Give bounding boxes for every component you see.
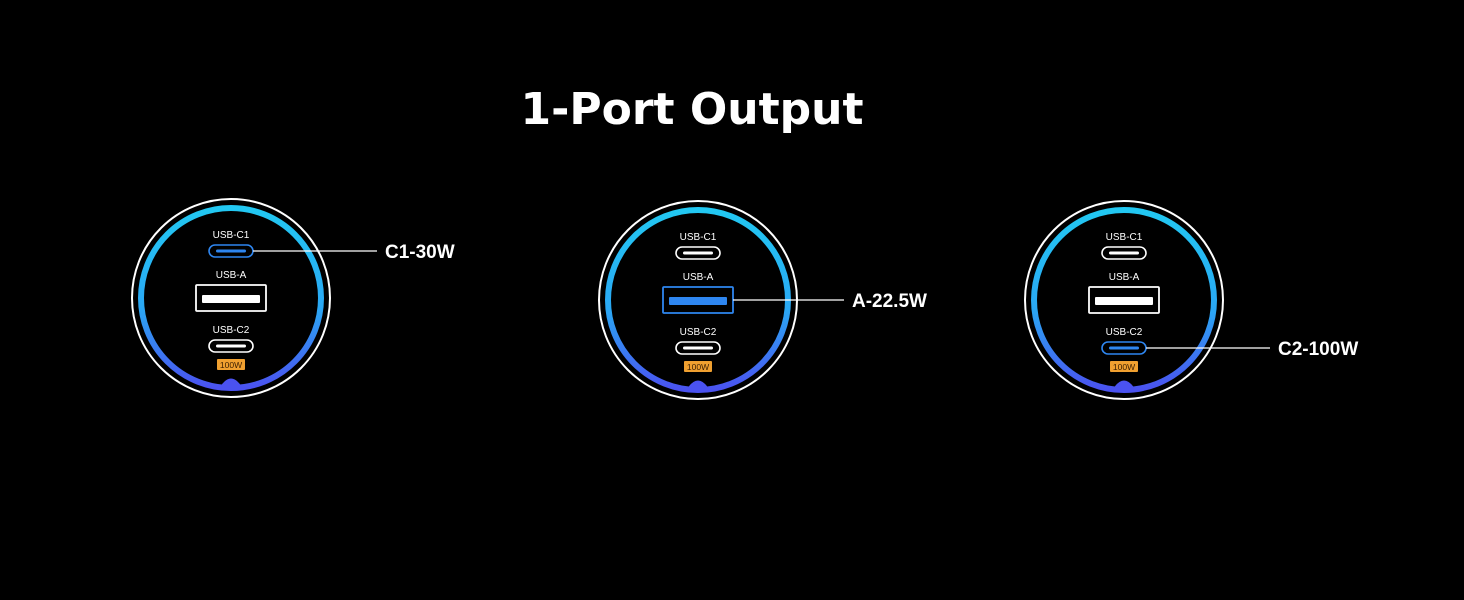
usb-a-label: USB-A xyxy=(216,270,247,281)
callout-label: C2-100W xyxy=(1278,339,1358,360)
notch-indicator xyxy=(1113,380,1135,389)
usb-c2-label: USB-C2 xyxy=(680,327,717,338)
power-badge xyxy=(684,361,712,372)
usb-c2-label: USB-C2 xyxy=(1106,327,1143,338)
usb-a-port-tongue xyxy=(669,297,727,305)
page-title: 1-Port Output xyxy=(520,84,863,135)
usb-c1-port-tongue xyxy=(216,249,246,253)
power-badge xyxy=(1110,361,1138,372)
usb-a-port-tongue xyxy=(202,295,260,303)
callout-label: C1-30W xyxy=(385,242,455,263)
callout-label: A-22.5W xyxy=(852,291,927,312)
power-badge-text: 100W xyxy=(687,362,709,372)
usb-c2-label: USB-C2 xyxy=(213,325,250,336)
usb-c1-port-tongue xyxy=(1109,251,1139,255)
usb-a-label: USB-A xyxy=(1109,272,1140,283)
usb-c1-port-tongue xyxy=(683,251,713,255)
notch-indicator xyxy=(687,380,709,389)
usb-c2-port-tongue xyxy=(683,346,713,350)
usb-c1-label: USB-C1 xyxy=(680,232,717,243)
usb-c2-port-tongue xyxy=(216,344,246,348)
outer-ring xyxy=(1024,200,1224,400)
notch-indicator xyxy=(220,378,242,387)
usb-c1-label: USB-C1 xyxy=(1106,232,1143,243)
chargers-group: USB-C1USB-AUSB-C2100WC1-30WUSB-C1USB-AUS… xyxy=(131,198,1358,400)
power-badge-text: 100W xyxy=(220,360,242,370)
usb-c1-label: USB-C1 xyxy=(213,230,250,241)
outer-ring xyxy=(131,198,331,398)
usb-a-port-tongue xyxy=(1095,297,1153,305)
power-badge xyxy=(217,359,245,370)
power-badge-text: 100W xyxy=(1113,362,1135,372)
usb-a-label: USB-A xyxy=(683,272,714,283)
usb-c2-port-tongue xyxy=(1109,346,1139,350)
